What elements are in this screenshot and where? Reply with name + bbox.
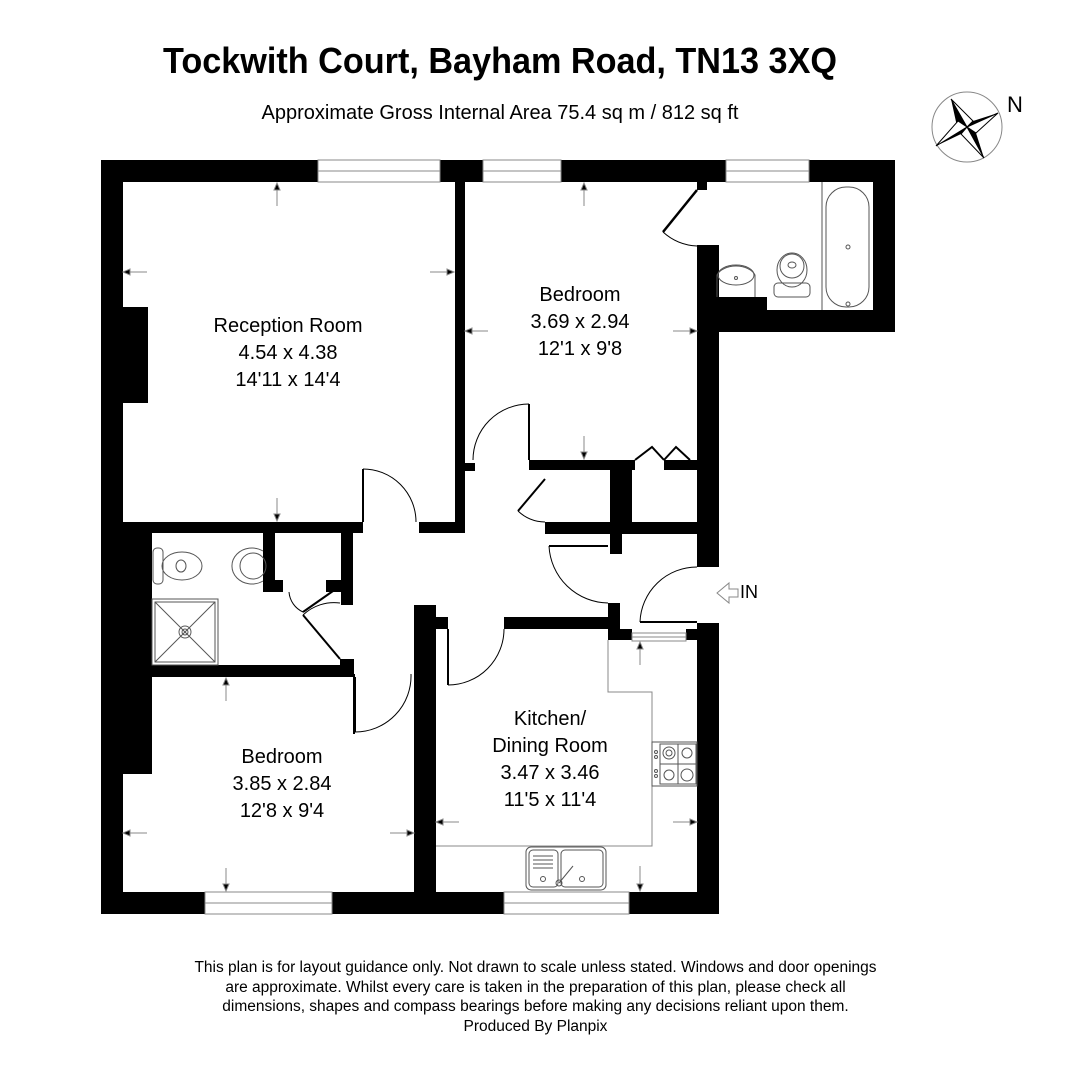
room-dimensions-imperial: 11'5 x 11'4 [503,789,597,811]
room-name-line2: Dining Room [492,735,608,757]
room-label-kitchen-dining: Kitchen/ Dining Room 3.47 x 3.46 11'5 x … [470,706,630,814]
basin-icon [716,264,756,297]
room-dimensions-metric: 3.47 x 3.46 [500,762,600,784]
room-dimensions-metric: 3.85 x 2.84 [232,773,332,795]
basin-icon [231,547,267,585]
disclaimer-line-1: This plan is for layout guidance only. N… [194,959,877,976]
dimension-arrows [121,181,699,893]
toilet-icon [773,252,811,298]
disclaimer-line-2: are approximate. Whilst every care is ta… [225,978,846,996]
room-label-bedroom-1: Bedroom 3.69 x 2.94 12'1 x 9'8 [520,282,640,363]
room-name: Bedroom [241,746,323,768]
room-label-reception: Reception Room 4.54 x 4.38 14'11 x 14'4 [188,313,388,394]
room-label-bedroom-2: Bedroom 3.85 x 2.84 12'8 x 9'4 [222,744,342,825]
room-dimensions-imperial: 12'8 x 9'4 [239,800,325,822]
room-dimensions-imperial: 14'11 x 14'4 [235,369,341,391]
gross-internal-area: Approximate Gross Internal Area 75.4 sq … [261,102,739,124]
room-dimensions-metric: 3.69 x 2.94 [530,311,630,333]
entrance-label: IN [740,582,758,602]
entrance-arrow-icon [716,581,739,605]
room-dimensions-imperial: 12'1 x 9'8 [537,338,623,360]
disclaimer: This plan is for layout guidance only. N… [0,958,1071,1036]
compass-rose-icon [931,91,1003,163]
plan-title: Tockwith Court, Bayham Road, TN13 3XQ [163,40,837,81]
room-name: Bedroom [539,284,621,306]
bathtub-icon [821,182,870,310]
walls [101,160,895,914]
windows [204,159,810,915]
shower-tray-icon [151,598,219,666]
hob-icon [651,741,698,787]
doors [288,189,698,733]
room-dimensions-metric: 4.54 x 4.38 [238,342,338,364]
kitchen-counters [436,640,653,847]
sink-icon [525,846,607,891]
producer-credit: Produced By Planpix [463,1017,608,1035]
room-name-line1: Kitchen/ [513,708,587,730]
compass-north-label: N [1007,92,1023,117]
room-name: Reception Room [213,315,363,337]
disclaimer-line-3: dimensions, shapes and compass bearings … [222,998,849,1015]
toilet-icon [152,547,203,585]
